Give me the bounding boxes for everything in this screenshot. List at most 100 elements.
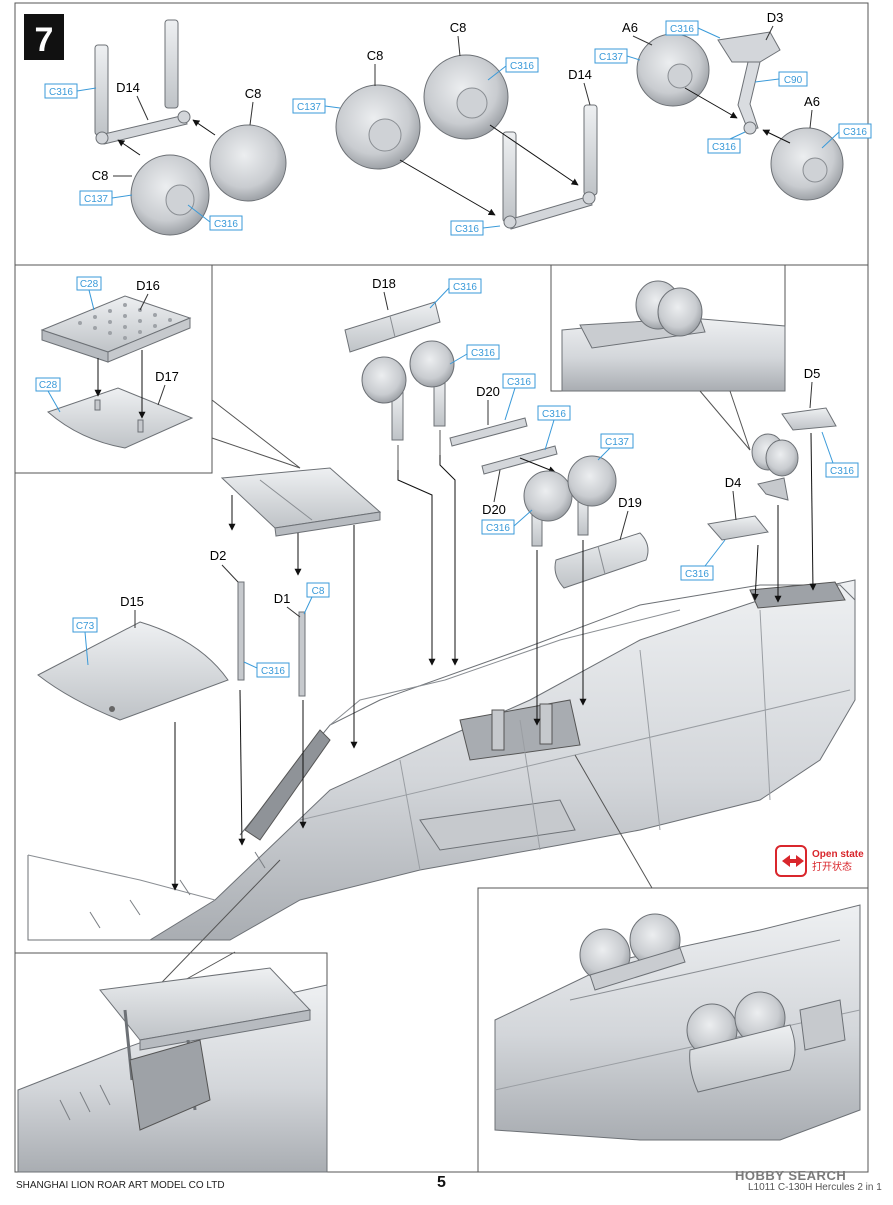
part-label-a6: A6 (622, 20, 638, 35)
part-label-d14: D14 (568, 67, 592, 82)
part-d15-panel: D15 C73 (37, 594, 229, 721)
part-label-c8: C8 (367, 48, 384, 63)
part-d18-door: D18 C316 (344, 276, 482, 353)
svg-text:C137: C137 (599, 52, 623, 63)
color-callout: C316 (821, 123, 872, 149)
part-d5-door: D5 C316 (781, 366, 859, 478)
part-label-a6: A6 (804, 94, 820, 109)
part-d4-door: D4 C316 (680, 475, 769, 581)
svg-text:C28: C28 (80, 279, 99, 290)
color-callout: C137 (594, 48, 641, 64)
svg-text:C316: C316 (542, 409, 566, 420)
color-callout: C316 (429, 278, 482, 309)
color-callout: C137 (79, 190, 133, 206)
part-label-c8: C8 (450, 20, 467, 35)
company-name: SHANGHAI LION ROAR ART MODEL CO LTD (16, 1180, 225, 1191)
svg-text:C28: C28 (39, 380, 58, 391)
inset-pointer (699, 390, 751, 451)
svg-text:C316: C316 (843, 127, 867, 138)
color-callout: C8 (303, 582, 330, 615)
open-state-text-zh: 打开状态 (812, 860, 852, 873)
part-label-d20: D20 (482, 502, 506, 517)
color-callout: C316 (821, 431, 859, 478)
inset-hatch-open (17, 967, 328, 1173)
svg-text:C316: C316 (486, 523, 510, 534)
step-badge: 7 (24, 14, 64, 60)
part-label-d17: D17 (155, 369, 179, 384)
gear-group-center: C8 C8 D14 C137 C316 C316 (292, 20, 598, 236)
part-d20-strips: D20 C316 C316 D20 (449, 373, 571, 517)
svg-text:C316: C316 (712, 142, 736, 153)
svg-text:C316: C316 (507, 377, 531, 388)
svg-text:C73: C73 (76, 621, 95, 632)
part-label-d2: D2 (210, 548, 227, 563)
svg-text:C316: C316 (510, 61, 534, 72)
inset-nose-gear-closed (561, 280, 786, 392)
color-callout: C316 (665, 20, 721, 39)
watermark: HOBBY SEARCH (735, 1168, 847, 1183)
part-main-gear-wheels-top: C316 (361, 340, 500, 470)
part-d19-fairing: D19 (554, 495, 649, 589)
gear-group-left: D14 C8 C8 C316 C137 C316 (44, 19, 287, 236)
part-label-d4: D4 (725, 475, 742, 490)
color-callout: C316 (243, 661, 290, 678)
part-label-d3: D3 (767, 10, 784, 25)
part-main-gear-wheels-mid: C137 C316 (481, 433, 634, 547)
svg-text:C316: C316 (685, 569, 709, 580)
color-callout: C137 (597, 433, 634, 461)
fuselage-main (27, 579, 856, 941)
color-callout: C316 (537, 405, 571, 451)
inset-hatch-detail: D16 D17 C28 C28 (35, 276, 194, 449)
color-callout: C316 (502, 373, 536, 421)
svg-text:C137: C137 (297, 102, 321, 113)
assembly-arrows (171, 432, 817, 891)
color-callout: C316 (487, 57, 539, 81)
open-state-text: Open state (812, 849, 864, 860)
part-label-d15: D15 (120, 594, 144, 609)
svg-text:C316: C316 (214, 219, 238, 230)
color-callout: C73 (72, 617, 98, 666)
svg-text:C316: C316 (471, 348, 495, 359)
part-label-d20: D20 (476, 384, 500, 399)
svg-text:C316: C316 (455, 224, 479, 235)
color-callout: C28 (76, 276, 102, 311)
inset-gear-open (494, 904, 861, 1141)
model-name: L1011 C-130H Hercules 2 in 1 (748, 1182, 882, 1193)
color-callout: C137 (292, 98, 341, 114)
part-label-d19: D19 (618, 495, 642, 510)
part-label-c8: C8 (92, 168, 109, 183)
part-d2-strut: D2 C316 (210, 548, 290, 681)
color-callout: C316 (44, 83, 97, 99)
part-label-d5: D5 (804, 366, 821, 381)
color-callout: C316 (707, 131, 746, 154)
color-callout: C28 (35, 377, 61, 413)
gear-group-right: A6 D3 A6 C316 C137 C90 C316 C316 (594, 10, 872, 201)
color-callout: C316 (449, 344, 500, 365)
open-state-legend: Open state 打开状态 (775, 845, 864, 877)
inset-pointer (211, 399, 301, 469)
step-number: 7 (35, 21, 54, 59)
part-d1-strut: D1 C8 (274, 582, 330, 697)
svg-text:C137: C137 (84, 194, 108, 205)
part-label-c8: C8 (245, 86, 262, 101)
svg-text:C316: C316 (830, 466, 854, 477)
inset-pointer (574, 754, 690, 889)
part-label-d16: D16 (136, 278, 160, 293)
svg-text:C316: C316 (49, 87, 73, 98)
color-callout: C90 (754, 71, 808, 87)
part-label-d1: D1 (274, 591, 291, 606)
svg-text:C316: C316 (453, 282, 477, 293)
page-number: 5 (437, 1174, 446, 1191)
color-callout: C316 (680, 539, 726, 581)
part-top-hatch (220, 467, 382, 537)
color-callout: C316 (481, 509, 533, 535)
color-callout: C316 (450, 220, 501, 236)
color-callout: C316 (187, 204, 243, 231)
part-label-d18: D18 (372, 276, 396, 291)
part-label-d14: D14 (116, 80, 140, 95)
svg-text:C8: C8 (312, 586, 325, 597)
svg-text:C316: C316 (261, 666, 285, 677)
svg-text:C137: C137 (605, 437, 629, 448)
